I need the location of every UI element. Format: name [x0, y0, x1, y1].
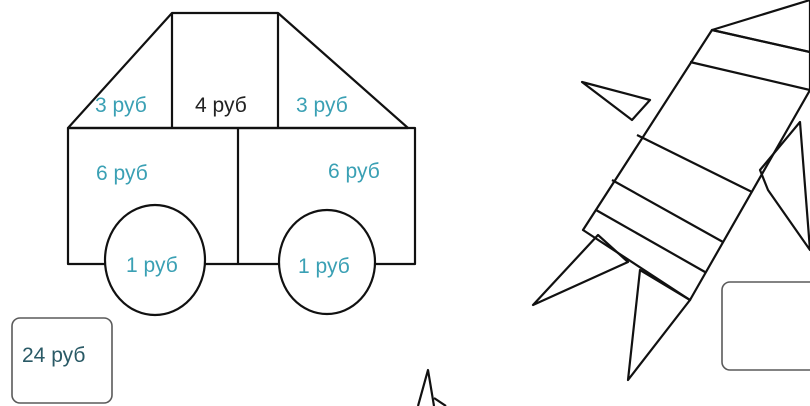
total-box: 24 руб [11, 317, 113, 404]
rocket-nose [710, 0, 810, 54]
rocket-band-1 [689, 60, 810, 92]
partial-figure-top [416, 368, 447, 406]
rocket-band-4 [595, 209, 706, 273]
total-value: 24 руб [22, 344, 85, 367]
rocket-fin-bottom [626, 268, 692, 382]
wheel-right-label: 1 руб [298, 255, 350, 278]
rocket-fin-upper-left [580, 80, 652, 122]
car-body [66, 126, 417, 266]
rocket-fin-bottom-left [531, 233, 630, 307]
answer-box[interactable] [721, 281, 810, 371]
rocket-band-3 [611, 179, 724, 243]
roof-right-label: 3 руб [296, 94, 348, 117]
wheel-left-label: 1 руб [126, 254, 178, 277]
roof-middle-label: 4 руб [195, 94, 247, 117]
rocket-band-2 [636, 134, 753, 193]
roof-left-label: 3 руб [95, 94, 147, 117]
wheel-left [103, 203, 207, 317]
wheel-right [277, 208, 377, 316]
body-left-label: 6 руб [96, 162, 148, 185]
body-right-label: 6 руб [328, 160, 380, 183]
rocket-fin-right [758, 120, 810, 252]
car-figure: 3 руб 4 руб 3 руб 6 руб 6 руб 1 руб 1 ру… [66, 11, 417, 317]
rocket-body [581, 28, 810, 302]
total-text: 24 руб [22, 344, 85, 367]
rocket-figure [531, 0, 810, 382]
